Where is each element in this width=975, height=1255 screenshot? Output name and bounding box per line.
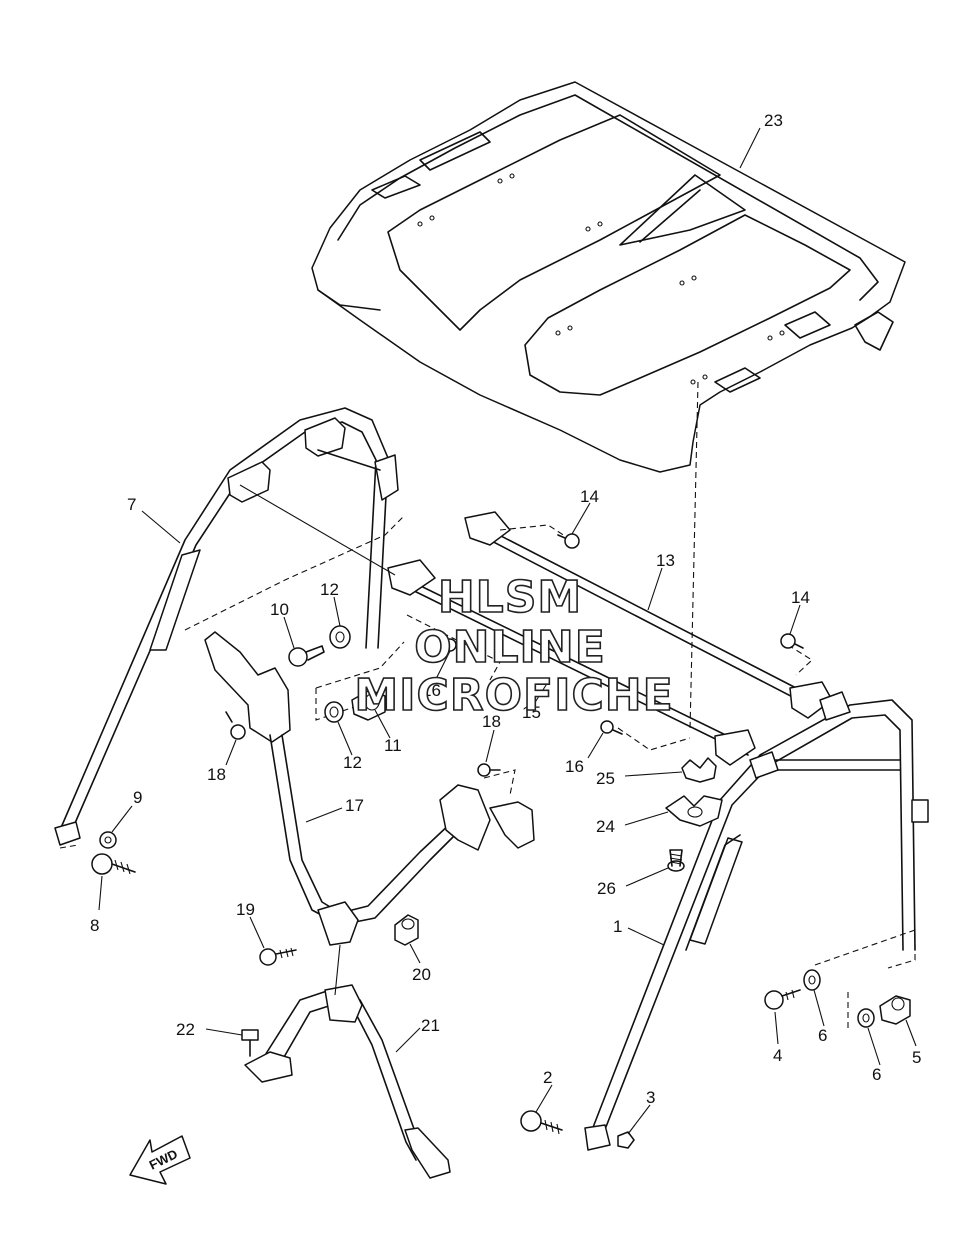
- lower-brace: [244, 944, 451, 1179]
- callout-22: 22: [176, 1020, 195, 1039]
- callout-18-left: 18: [207, 765, 226, 784]
- bolt-14-upper: [557, 533, 580, 549]
- clamp-24: [665, 795, 723, 827]
- bolt-2: [520, 1110, 563, 1135]
- callout-4: 4: [773, 1046, 782, 1065]
- hardware: [91, 533, 911, 1149]
- callout-10: 10: [270, 600, 289, 619]
- callout-12-lower: 12: [343, 753, 362, 772]
- callout-18-middle: 18: [482, 712, 501, 731]
- bolt-22: [241, 1029, 259, 1057]
- leader-lines: [98, 127, 917, 1135]
- forward-arrow-icon: FWD: [129, 1135, 191, 1185]
- bolt-8: [91, 853, 136, 875]
- bolt-16-lower: [600, 720, 623, 735]
- collar-6-lower: [857, 1008, 875, 1028]
- bushing-5: [879, 995, 911, 1025]
- callout-6-lower: 6: [872, 1065, 881, 1084]
- callout-16-upper: 16: [422, 681, 441, 700]
- callout-26: 26: [597, 879, 616, 898]
- callout-17: 17: [345, 796, 364, 815]
- callout-25: 25: [596, 769, 615, 788]
- callout-6-upper: 6: [818, 1026, 827, 1045]
- callout-9: 9: [133, 788, 142, 807]
- collar-12-lower: [324, 701, 344, 723]
- callout-14-upper: 14: [580, 487, 599, 506]
- watermark: HLSM ONLINE MICROFICHE: [354, 571, 674, 722]
- callout-14-right: 14: [791, 588, 810, 607]
- rear-roll-bar: [54, 407, 399, 846]
- bolt-16-upper: [443, 638, 469, 652]
- roof-panel: [311, 81, 906, 473]
- support-brace: [204, 631, 535, 946]
- nut-3: [617, 1131, 635, 1149]
- bolt-19: [259, 947, 297, 966]
- callout-labels: 23 7 14 13 14 12 10 16 15 11 12 18 18 16…: [90, 111, 921, 1107]
- callout-2: 2: [543, 1068, 552, 1087]
- bolt-18-left: [225, 711, 246, 740]
- callout-19: 19: [236, 900, 255, 919]
- callout-20: 20: [412, 965, 431, 984]
- reference-lines: [59, 381, 916, 1030]
- callout-24: 24: [596, 817, 615, 836]
- washer-9: [99, 831, 117, 849]
- watermark-line-1: HLSM: [438, 572, 582, 623]
- bolt-10: [288, 645, 325, 667]
- callout-13: 13: [656, 551, 675, 570]
- bushing-20: [394, 914, 419, 946]
- cross-bars: [239, 484, 833, 766]
- callout-3: 3: [646, 1088, 655, 1107]
- watermark-line-2: ONLINE: [414, 622, 606, 673]
- collar-6-upper: [803, 969, 821, 991]
- bolt-18-middle: [477, 763, 501, 777]
- bolt-14-right: [780, 633, 804, 649]
- watermark-line-3: MICROFICHE: [354, 670, 673, 721]
- bolt-4: [764, 989, 801, 1010]
- screw-26: [667, 849, 685, 872]
- callout-1: 1: [613, 917, 622, 936]
- callout-21: 21: [421, 1016, 440, 1035]
- callout-11: 11: [384, 736, 402, 755]
- callout-7: 7: [127, 495, 136, 514]
- callout-23: 23: [764, 111, 783, 130]
- callout-16-lower: 16: [565, 757, 584, 776]
- callout-8: 8: [90, 916, 99, 935]
- callout-5: 5: [912, 1048, 921, 1067]
- clamp-25: [681, 757, 717, 783]
- callout-15: 15: [522, 703, 541, 722]
- collar-12-upper: [329, 625, 351, 649]
- callout-12-upper: 12: [320, 580, 339, 599]
